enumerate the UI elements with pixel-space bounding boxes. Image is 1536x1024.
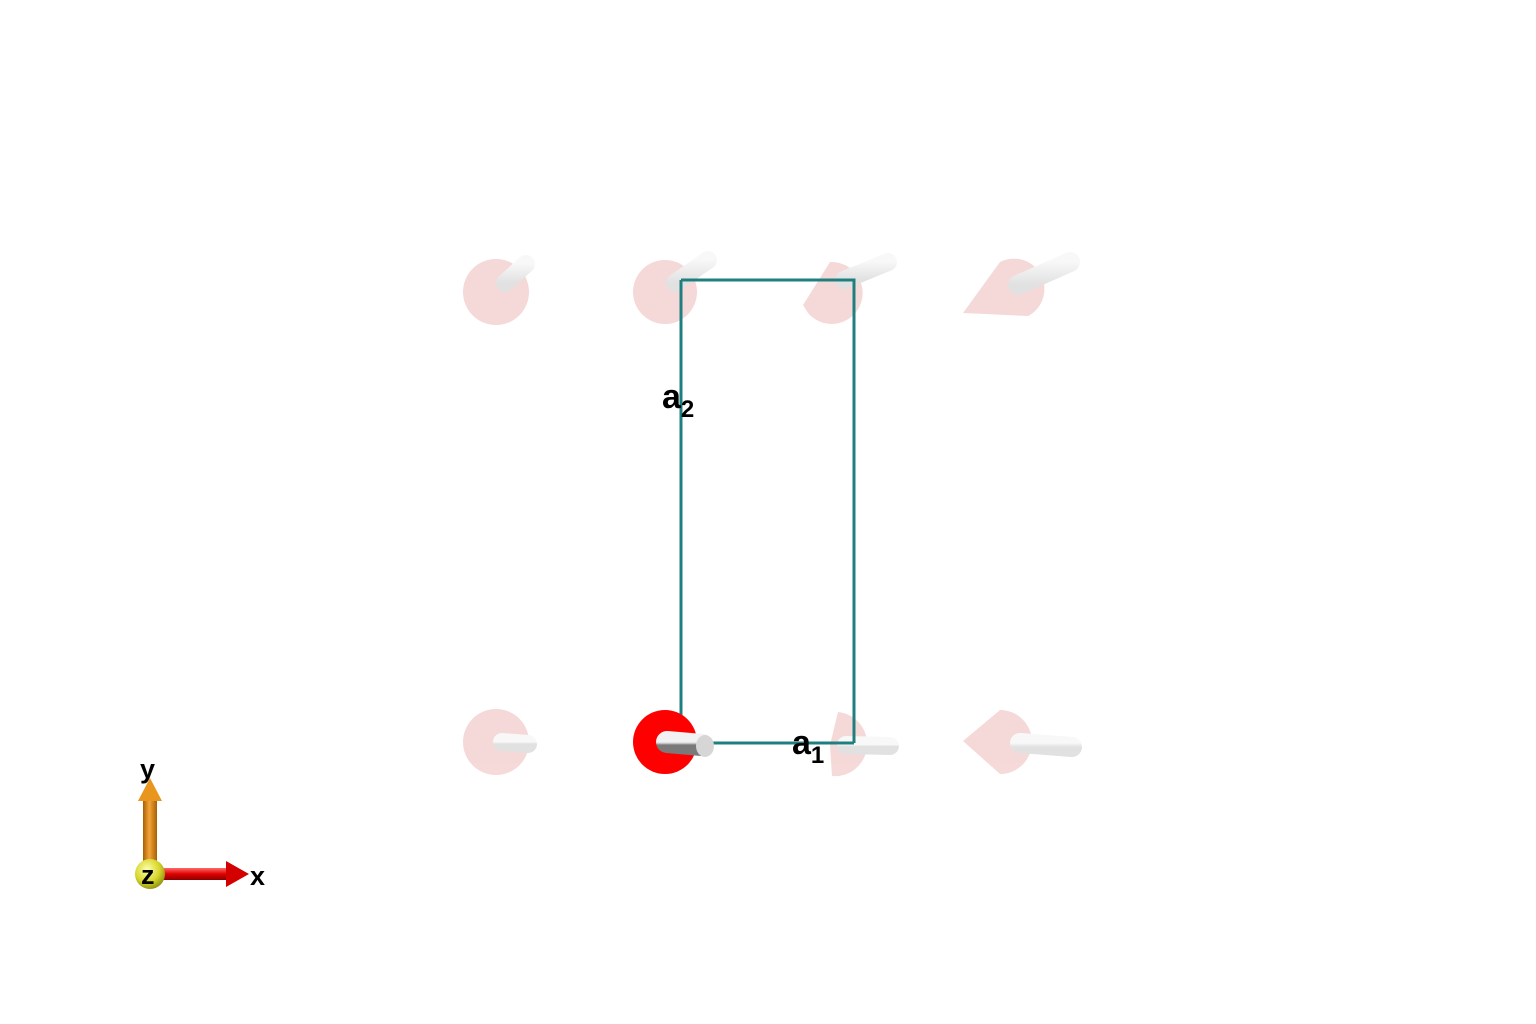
z-axis-ball <box>135 859 165 889</box>
ghost-atoms-top-row <box>463 251 1080 325</box>
y-axis-arrowhead <box>138 778 162 801</box>
ghost-atom <box>633 251 717 324</box>
y-axis-shaft <box>143 798 157 870</box>
x-axis-label: x <box>250 861 265 891</box>
axis-triad: z y x <box>135 754 265 891</box>
cell-edge-top <box>681 278 856 743</box>
z-axis-label: z <box>141 860 155 890</box>
origin-atom <box>633 710 714 774</box>
a2-label: a2 <box>662 378 694 423</box>
ghost-atoms-bottom-row <box>463 709 1082 777</box>
y-axis-label: y <box>140 754 155 784</box>
x-axis-arrowhead <box>226 861 249 887</box>
unit-cell <box>679 278 856 745</box>
ghost-atom <box>963 710 1082 774</box>
ghost-atom <box>963 252 1080 316</box>
x-axis-shaft <box>156 868 230 880</box>
ghost-atom <box>803 253 897 324</box>
ghost-atom <box>463 255 535 325</box>
a1-label: a1 <box>792 724 824 769</box>
ghost-atom <box>463 709 537 775</box>
